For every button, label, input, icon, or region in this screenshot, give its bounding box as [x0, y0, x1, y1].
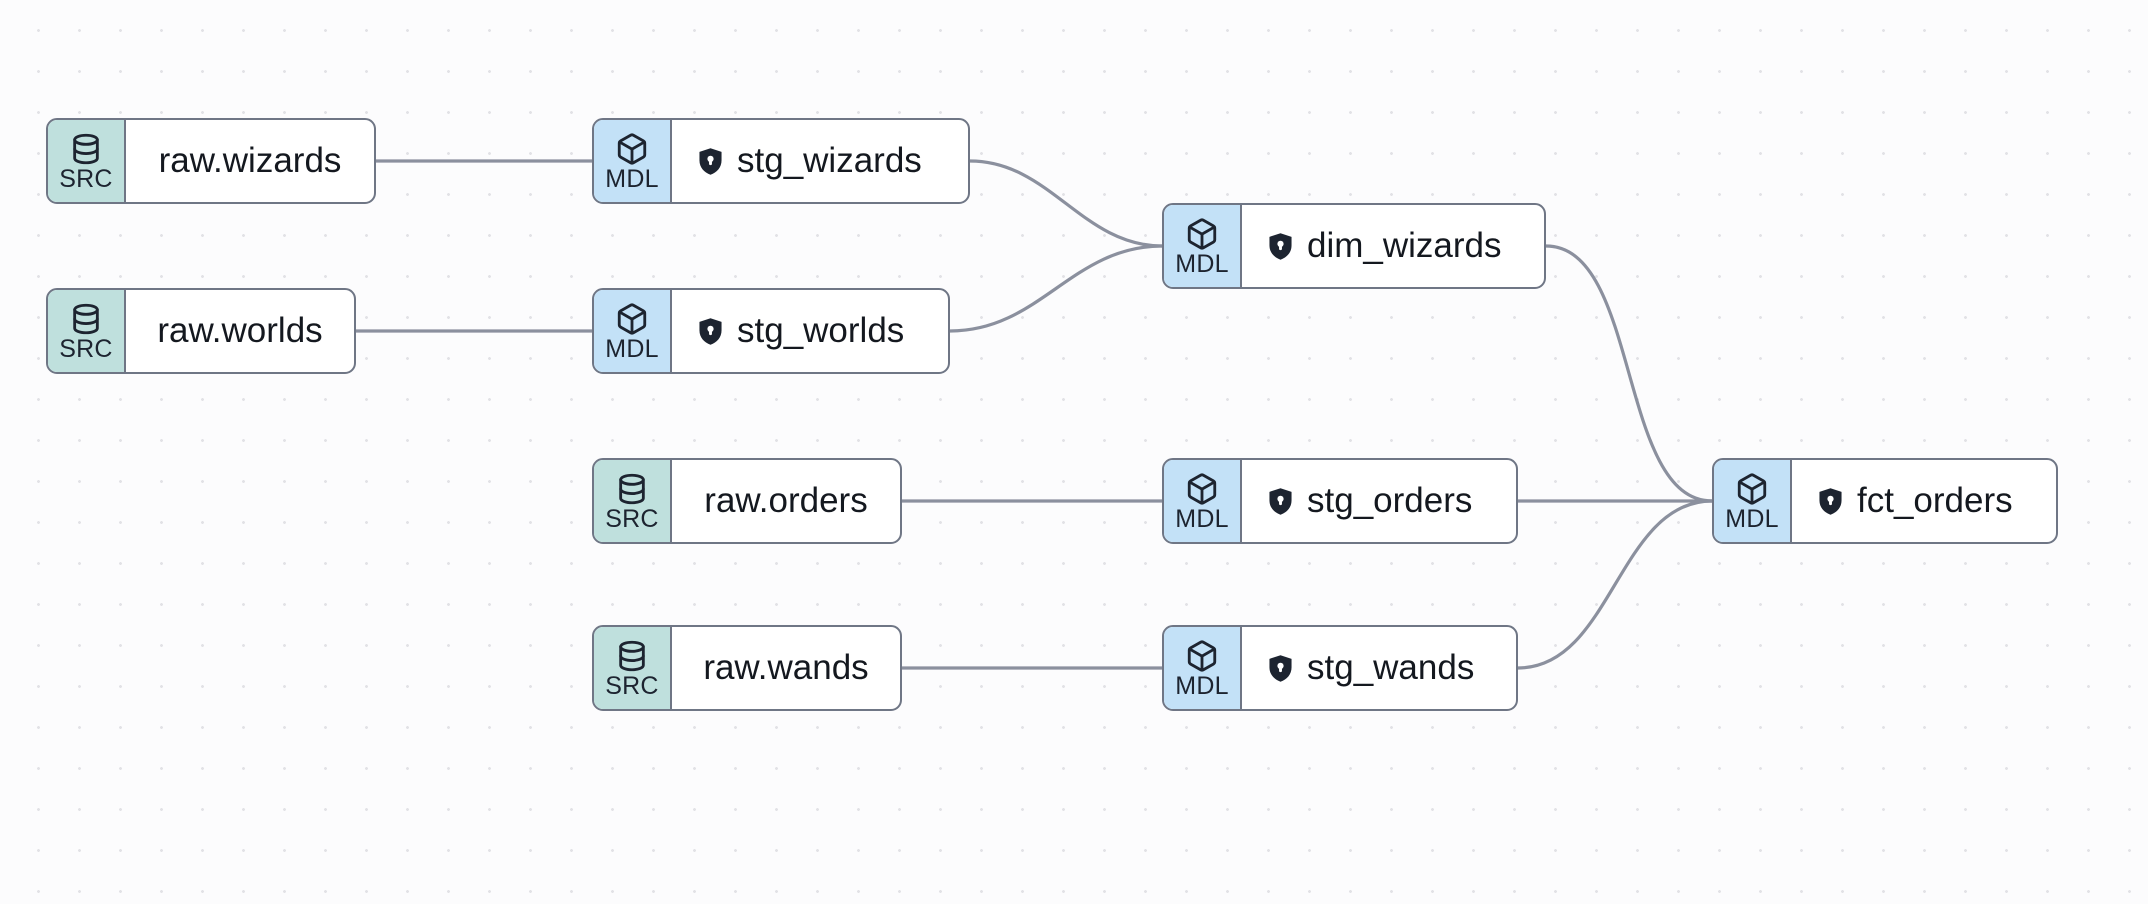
- database-icon: [615, 472, 649, 506]
- node-body: raw.wands: [672, 627, 900, 709]
- node-body: dim_wizards: [1242, 205, 1544, 287]
- node-badge-src: SRC: [48, 290, 126, 372]
- database-icon: [615, 639, 649, 673]
- node-label: stg_wizards: [737, 141, 922, 180]
- cube-icon: [1185, 472, 1219, 506]
- edge-stg_worlds-to-dim_wizards[interactable]: [948, 244, 1164, 333]
- node-label: stg_orders: [1307, 481, 1473, 520]
- node-badge-src: SRC: [594, 460, 672, 542]
- node-badge-mdl: MDL: [1164, 460, 1242, 542]
- node-label: raw.wands: [703, 648, 869, 687]
- shield-lock-icon: [1268, 487, 1293, 516]
- node-stg_wizards[interactable]: MDL stg_wizards: [592, 118, 970, 204]
- node-label: fct_orders: [1857, 481, 2013, 520]
- node-body: raw.worlds: [126, 290, 354, 372]
- node-badge-label: MDL: [1175, 672, 1229, 700]
- node-badge-label: MDL: [605, 165, 659, 193]
- node-stg_orders[interactable]: MDL stg_orders: [1162, 458, 1518, 544]
- node-badge-label: SRC: [605, 672, 659, 700]
- shield-lock-icon: [698, 147, 723, 176]
- node-body: stg_wands: [1242, 627, 1516, 709]
- node-label: dim_wizards: [1307, 226, 1502, 265]
- shield-lock-icon: [1268, 654, 1293, 683]
- node-badge-label: SRC: [59, 165, 113, 193]
- node-body: stg_orders: [1242, 460, 1516, 542]
- node-body: stg_worlds: [672, 290, 948, 372]
- node-badge-label: SRC: [59, 335, 113, 363]
- node-raw_orders[interactable]: SRC raw.orders: [592, 458, 902, 544]
- shield-lock-icon: [1268, 232, 1293, 261]
- node-stg_worlds[interactable]: MDL stg_worlds: [592, 288, 950, 374]
- edge-stg_wands-to-fct_orders[interactable]: [1516, 499, 1714, 670]
- node-stg_wands[interactable]: MDL stg_wands: [1162, 625, 1518, 711]
- node-raw_wands[interactable]: SRC raw.wands: [592, 625, 902, 711]
- node-label: stg_wands: [1307, 648, 1475, 687]
- node-raw_wizards[interactable]: SRC raw.wizards: [46, 118, 376, 204]
- node-badge-label: MDL: [605, 335, 659, 363]
- database-icon: [69, 132, 103, 166]
- node-badge-mdl: MDL: [1714, 460, 1792, 542]
- node-badge-label: MDL: [1725, 505, 1779, 533]
- cube-icon: [615, 132, 649, 166]
- node-badge-mdl: MDL: [1164, 627, 1242, 709]
- cube-icon: [1185, 217, 1219, 251]
- node-body: stg_wizards: [672, 120, 968, 202]
- node-badge-label: SRC: [605, 505, 659, 533]
- edge-stg_wizards-to-dim_wizards[interactable]: [968, 159, 1164, 248]
- node-label: raw.orders: [704, 481, 868, 520]
- cube-icon: [615, 302, 649, 336]
- edge-dim_wizards-to-fct_orders[interactable]: [1544, 244, 1714, 503]
- shield-lock-icon: [1818, 487, 1843, 516]
- node-fct_orders[interactable]: MDL fct_orders: [1712, 458, 2058, 544]
- node-raw_worlds[interactable]: SRC raw.worlds: [46, 288, 356, 374]
- node-label: raw.wizards: [158, 141, 342, 180]
- node-body: fct_orders: [1792, 460, 2056, 542]
- node-label: stg_worlds: [737, 311, 905, 350]
- node-badge-mdl: MDL: [1164, 205, 1242, 287]
- node-badge-src: SRC: [594, 627, 672, 709]
- node-label: raw.worlds: [157, 311, 323, 350]
- node-badge-mdl: MDL: [594, 120, 672, 202]
- node-badge-label: MDL: [1175, 505, 1229, 533]
- node-badge-label: MDL: [1175, 250, 1229, 278]
- shield-lock-icon: [698, 317, 723, 346]
- node-badge-src: SRC: [48, 120, 126, 202]
- node-badge-mdl: MDL: [594, 290, 672, 372]
- node-body: raw.wizards: [126, 120, 374, 202]
- node-dim_wizards[interactable]: MDL dim_wizards: [1162, 203, 1546, 289]
- cube-icon: [1185, 639, 1219, 673]
- node-body: raw.orders: [672, 460, 900, 542]
- database-icon: [69, 302, 103, 336]
- cube-icon: [1735, 472, 1769, 506]
